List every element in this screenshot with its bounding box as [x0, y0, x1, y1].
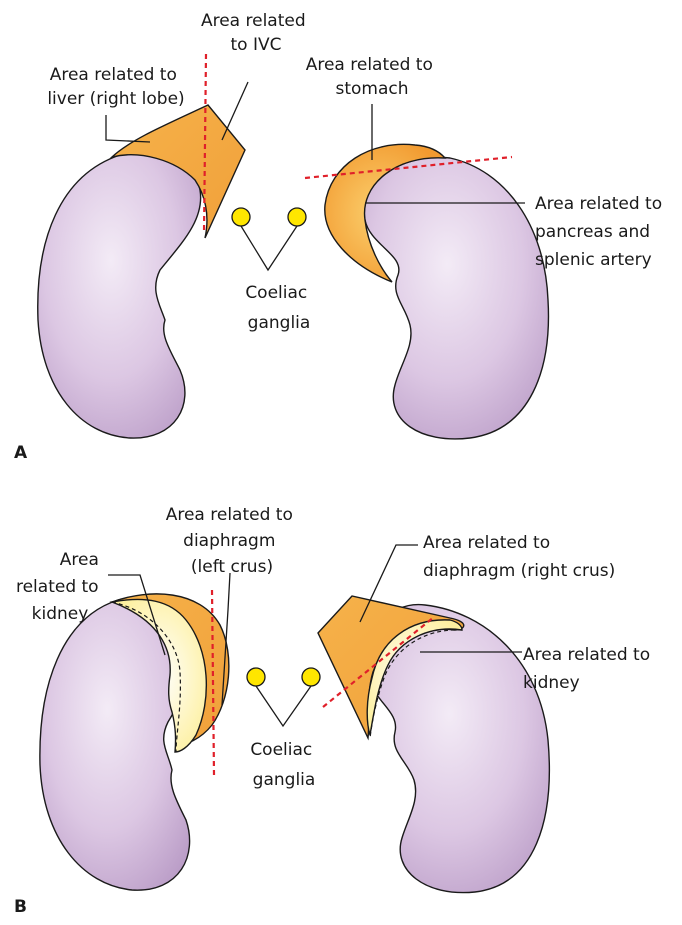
ganglia-label-b: Coeliac ganglia — [250, 740, 317, 790]
panel-a-letter: A — [14, 443, 28, 463]
coeliac-ganglion-right-b — [302, 668, 320, 686]
stomach-label: Area related to stomach — [306, 55, 439, 99]
panel-b-letter: B — [14, 897, 27, 917]
pancreas-label: Area related to pancreas and splenic art… — [535, 194, 668, 270]
right-kidney-a — [38, 152, 201, 438]
panel-a: Area related to IVC Area related to live… — [14, 11, 668, 463]
ivc-leader — [222, 82, 248, 140]
coeliac-ganglion-right-a — [288, 208, 306, 226]
panel-b: Area related to kidney Area related to d… — [14, 505, 656, 917]
coeliac-ganglion-left-b — [247, 668, 265, 686]
ivc-label: Area related to IVC — [201, 11, 311, 55]
ganglia-leader-a — [241, 226, 297, 270]
kidney-right-label: Area related to kidney — [523, 645, 656, 693]
liver-label: Area related to liver (right lobe) — [47, 65, 184, 109]
left-kidney-a — [364, 157, 548, 439]
crus-right-label: Area related to diaphragm (right crus) — [423, 533, 615, 581]
ganglia-leader-b — [256, 686, 311, 726]
kidney-left-label: Area related to kidney — [16, 550, 104, 624]
coeliac-ganglion-left-a — [232, 208, 250, 226]
crus-left-label: Area related to diaphragm (left crus) — [166, 505, 299, 577]
ganglia-label-a: Coeliac ganglia — [245, 283, 312, 333]
